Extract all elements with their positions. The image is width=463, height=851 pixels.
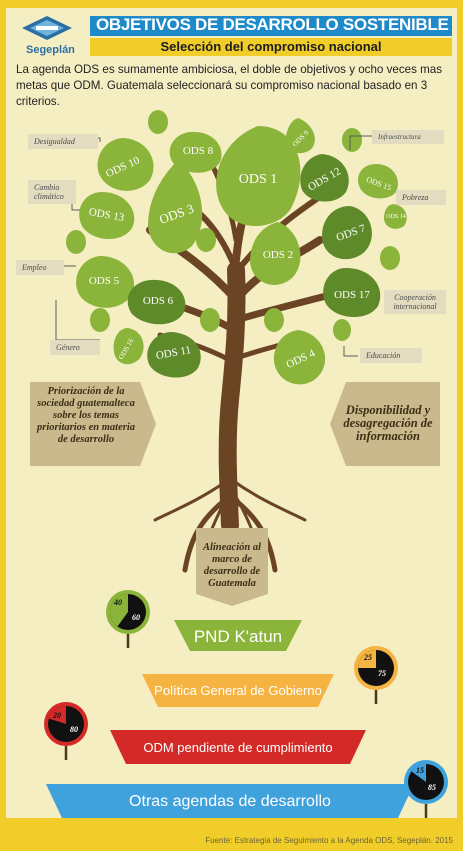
svg-text:ODS 8: ODS 8 [183,145,214,157]
leaf-ods-17: ODS 17 [323,268,381,318]
pie-slice-small [48,706,66,724]
pie-label-small: 25 [363,653,372,662]
leaf-ods-8: ODS 8 [169,131,222,173]
pie-label-small: 20 [52,711,61,720]
pie-marker-1: 40 60 [106,590,150,648]
segeplan-logo-icon [22,16,72,40]
tier-2: Política General de Gobierno [142,674,334,707]
svg-text:ODS 17: ODS 17 [334,289,370,301]
pie-slice-small [110,594,128,627]
label-pobreza: Pobreza [396,190,446,205]
leaf-ods-13: ODS 13 [79,192,135,240]
svg-text:ODS 2: ODS 2 [263,249,293,261]
criterion-left: Priorización de la sociedad guatemalteca… [36,386,135,445]
pie-slice-small [411,764,426,782]
svg-text:ODM pendiente de cumplimiento: ODM pendiente de cumplimiento [143,740,332,755]
leaf-ods-3: ODS 3 [148,160,203,254]
criterion-center: Alineación al marco de desarrollo de Gua… [202,542,262,589]
leaf-ods-7: ODS 7 [322,206,372,260]
leaf-ods-12: ODS 12 [300,154,349,202]
intro-text: La agenda ODS es sumamente ambiciosa, el… [16,63,442,108]
subtitle-bar [90,38,452,56]
decorative-leaves [66,110,400,341]
svg-text:ODS 1: ODS 1 [239,172,278,187]
label-genero: Género [50,340,100,355]
page-subtitle: Selección del compromiso nacional [160,39,382,54]
leaf-ods-16: ODS 16 [113,328,144,365]
leaf-ods-4: ODS 4 [273,330,326,385]
pie-label-large: 85 [428,783,436,792]
leaf-ods-15: ODS 15 [357,164,398,199]
logo-text: Segeplán [26,44,75,56]
leaf-ods-6: ODS 6 [127,279,186,325]
label-educacion: Educación [360,348,422,363]
pie-label-large: 80 [70,725,78,734]
pie-marker-2: 25 75 [354,646,398,704]
svg-text:Otras agendas de desarrollo: Otras agendas de desarrollo [129,793,331,810]
leaf-ods-9: ODS 9 [285,118,315,154]
label-cambio-climatico: Cambio climático [28,180,76,204]
pie-label-small: 40 [113,598,122,607]
tier-3: ODM pendiente de cumplimiento [110,730,366,764]
leaf-ods-2: ODS 2 [250,222,301,285]
pie-slice-small [358,650,376,668]
source-note: Fuente: Estrategia de Seguimiento a la A… [205,836,453,845]
label-desigualdad: Desigualdad [28,134,98,149]
label-infraestructura: Infraestructura [372,130,444,144]
label-cooperacion: Cooperación internacional [384,290,446,314]
leaf-ods-14: ODS 14 [384,204,407,229]
pie-label-large: 75 [378,669,386,678]
header: Segeplán OBJETIVOS DE DESARROLLO SOSTENI… [12,14,452,58]
footer-bar [0,818,463,851]
svg-text:Política General de Gobierno: Política General de Gobierno [154,683,322,698]
leaf-ods-11: ODS 11 [147,332,201,378]
svg-text:ODS 5: ODS 5 [89,275,120,287]
label-empleo: Empleo [16,260,64,275]
svg-text:ODS 14: ODS 14 [386,214,406,220]
leaf-ods-1: ODS 1 [216,126,301,227]
pie-label-large: 60 [132,613,140,622]
svg-text:ODS 6: ODS 6 [143,295,174,307]
criterion-right: Disponibilidad y desagregación de inform… [343,403,433,443]
title-bar [90,16,452,36]
pie-label-small: 15 [416,766,424,775]
page-title: OBJETIVOS DE DESARROLLO SOSTENIBLE [96,15,449,34]
svg-text:PND K'atun: PND K'atun [194,627,282,646]
leaf-ods-10: ODS 10 [97,138,154,191]
tier-1: PND K'atun [174,620,302,651]
tier-4: Otras agendas de desarrollo [46,784,414,818]
leaf-ods-5: ODS 5 [76,256,135,308]
